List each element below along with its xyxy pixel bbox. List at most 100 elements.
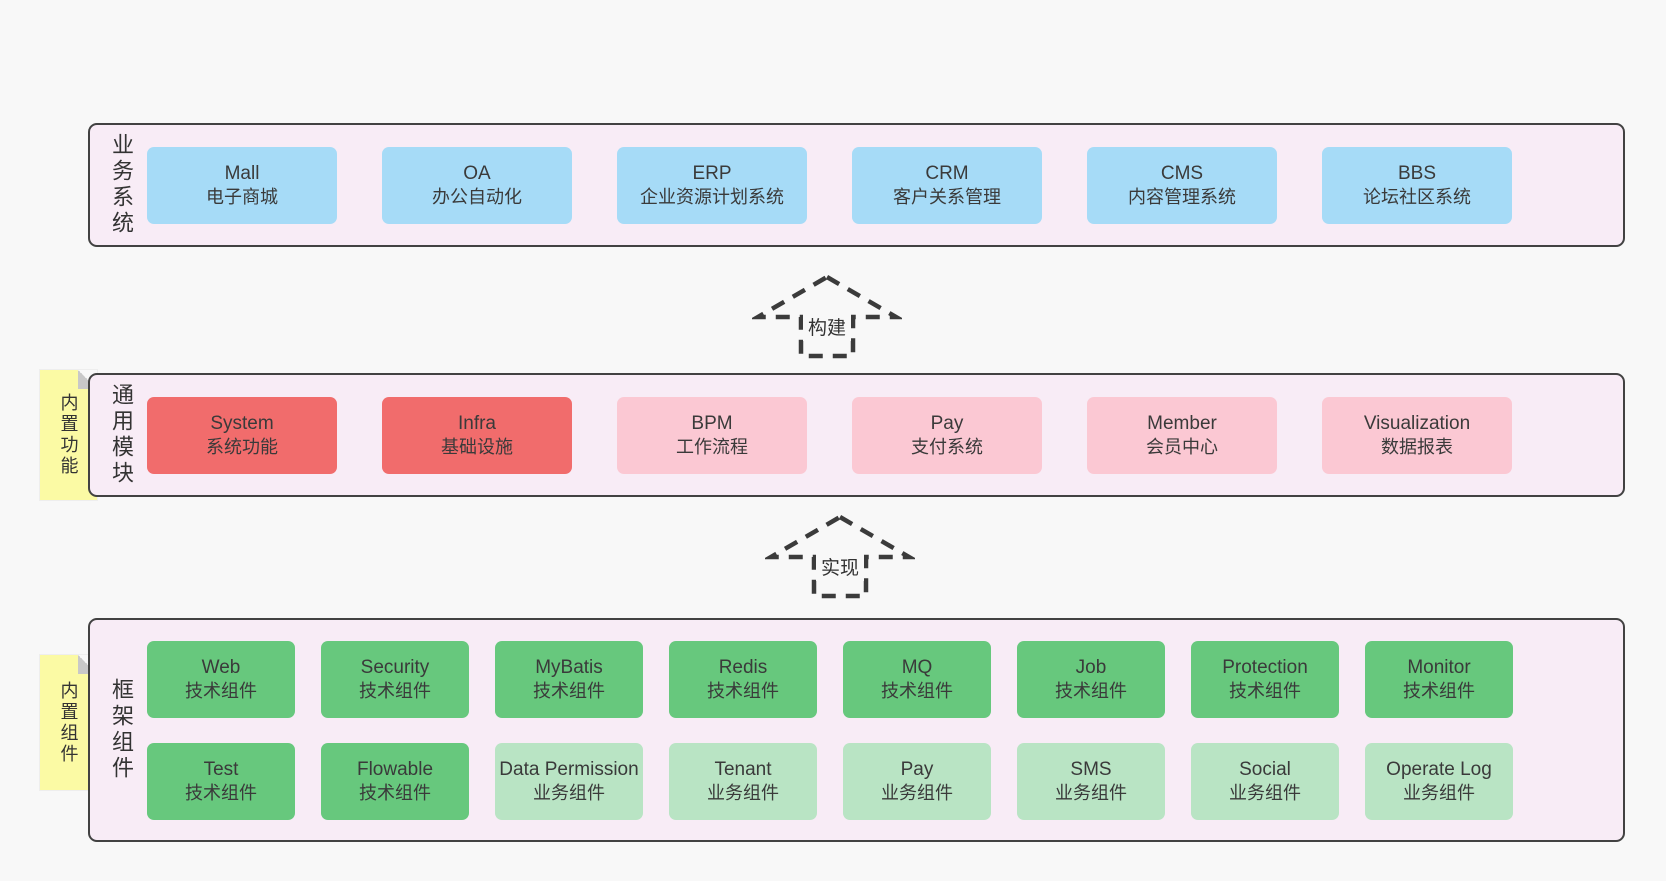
box-title: Data Permission: [499, 758, 639, 780]
box-crm: CRM 客户关系管理: [852, 146, 1042, 224]
box-subtitle: 办公自动化: [432, 186, 522, 207]
box-title: BBS: [1397, 162, 1437, 184]
box-operate-log: Operate Log 业务组件: [1365, 742, 1513, 820]
box-row: Mall 电子商城 OA 办公自动化 ERP 企业资源计划系统 CRM 客户关系…: [147, 146, 1512, 224]
box-social: Social 业务组件: [1191, 742, 1339, 820]
box-title: Protection: [1222, 656, 1308, 678]
box-subtitle: 业务组件: [1403, 782, 1475, 803]
box-bbs: BBS 论坛社区系统: [1322, 146, 1512, 224]
implement-arrow: 实现: [765, 513, 915, 599]
box-title: Operate Log: [1386, 758, 1492, 780]
box-subtitle: 技术组件: [533, 680, 605, 701]
box-infra: Infra 基础设施: [382, 396, 572, 474]
box-title: Job: [1075, 656, 1107, 678]
box-subtitle: 业务组件: [1055, 782, 1127, 803]
box-title: Security: [360, 656, 430, 678]
box-subtitle: 基础设施: [441, 436, 513, 457]
panel-2: 通用模块 System 系统功能 Infra 基础设施 BPM 工作流程 Pay…: [88, 373, 1625, 497]
box-title: OA: [463, 162, 491, 184]
box-title: Pay: [930, 412, 964, 434]
box-pay: Pay 业务组件: [843, 742, 991, 820]
box-row: Web 技术组件 Security 技术组件 MyBatis 技术组件 Redi…: [147, 640, 1513, 718]
box-mall: Mall 电子商城: [147, 146, 337, 224]
panel-3: 框架组件 Web 技术组件 Security 技术组件 MyBatis 技术组件…: [88, 618, 1625, 842]
up-arrow-icon: [752, 274, 902, 359]
box-data-permission: Data Permission 业务组件: [495, 742, 643, 820]
box-title: CRM: [925, 162, 969, 184]
box-title: Redis: [718, 656, 768, 678]
panel-label: 通用模块: [109, 383, 134, 487]
box-title: ERP: [692, 162, 732, 184]
panel-label: 框架组件: [109, 678, 134, 782]
box-mybatis: MyBatis 技术组件: [495, 640, 643, 718]
box-subtitle: 业务组件: [1229, 782, 1301, 803]
box-monitor: Monitor 技术组件: [1365, 640, 1513, 718]
build-arrow: 构建: [752, 273, 902, 359]
box-subtitle: 技术组件: [1055, 680, 1127, 701]
box-subtitle: 内容管理系统: [1128, 186, 1236, 207]
box-subtitle: 客户关系管理: [893, 186, 1001, 207]
box-cms: CMS 内容管理系统: [1087, 146, 1277, 224]
box-title: Pay: [900, 758, 934, 780]
box-web: Web 技术组件: [147, 640, 295, 718]
box-pay: Pay 支付系统: [852, 396, 1042, 474]
up-arrow-icon: [765, 514, 915, 599]
box-subtitle: 技术组件: [707, 680, 779, 701]
box-subtitle: 工作流程: [676, 436, 748, 457]
box-title: Social: [1239, 758, 1291, 780]
panel-1: 业务系统 Mall 电子商城 OA 办公自动化 ERP 企业资源计划系统 CRM…: [88, 123, 1625, 247]
box-row: Test 技术组件 Flowable 技术组件 Data Permission …: [147, 742, 1513, 820]
box-subtitle: 系统功能: [206, 436, 278, 457]
box-subtitle: 技术组件: [185, 782, 257, 803]
box-subtitle: 技术组件: [1403, 680, 1475, 701]
box-subtitle: 技术组件: [881, 680, 953, 701]
arrow-label: 实现: [815, 552, 865, 581]
box-subtitle: 电子商城: [206, 186, 278, 207]
box-title: MyBatis: [535, 656, 603, 678]
box-subtitle: 会员中心: [1146, 436, 1218, 457]
box-subtitle: 技术组件: [185, 680, 257, 701]
box-title: Test: [203, 758, 239, 780]
box-security: Security 技术组件: [321, 640, 469, 718]
box-system: System 系统功能: [147, 396, 337, 474]
box-subtitle: 数据报表: [1381, 436, 1453, 457]
box-redis: Redis 技术组件: [669, 640, 817, 718]
box-title: Infra: [457, 412, 497, 434]
sticky-note-2: 内置功能: [40, 370, 97, 500]
box-bpm: BPM 工作流程: [617, 396, 807, 474]
box-title: Monitor: [1407, 656, 1471, 678]
note-label: 内置功能: [58, 393, 79, 477]
box-title: BPM: [691, 412, 733, 434]
note-label: 内置组件: [58, 680, 79, 765]
box-title: CMS: [1160, 162, 1204, 184]
panel-rows: Web 技术组件 Security 技术组件 MyBatis 技术组件 Redi…: [147, 620, 1513, 840]
panel-rows: System 系统功能 Infra 基础设施 BPM 工作流程 Pay 支付系统…: [147, 375, 1512, 495]
box-subtitle: 业务组件: [881, 782, 953, 803]
box-subtitle: 论坛社区系统: [1363, 186, 1471, 207]
box-test: Test 技术组件: [147, 742, 295, 820]
box-title: Flowable: [356, 758, 434, 780]
arrow-label: 构建: [802, 312, 852, 341]
box-flowable: Flowable 技术组件: [321, 742, 469, 820]
box-row: System 系统功能 Infra 基础设施 BPM 工作流程 Pay 支付系统…: [147, 396, 1512, 474]
box-subtitle: 技术组件: [1229, 680, 1301, 701]
box-subtitle: 业务组件: [533, 782, 605, 803]
box-title: SMS: [1070, 758, 1112, 780]
box-title: MQ: [901, 656, 933, 678]
diagram-stack: 业务系统 Mall 电子商城 OA 办公自动化 ERP 企业资源计划系统 CRM…: [40, 123, 1627, 842]
box-tenant: Tenant 业务组件: [669, 742, 817, 820]
box-visualization: Visualization 数据报表: [1322, 396, 1512, 474]
box-title: System: [210, 412, 274, 434]
box-title: Mall: [224, 162, 260, 184]
box-subtitle: 企业资源计划系统: [640, 186, 784, 207]
panel-label: 业务系统: [109, 133, 134, 237]
panel-rows: Mall 电子商城 OA 办公自动化 ERP 企业资源计划系统 CRM 客户关系…: [147, 125, 1512, 245]
box-subtitle: 技术组件: [359, 680, 431, 701]
box-title: Web: [201, 656, 241, 678]
box-sms: SMS 业务组件: [1017, 742, 1165, 820]
sticky-note-3: 内置组件: [40, 655, 97, 790]
box-subtitle: 业务组件: [707, 782, 779, 803]
box-member: Member 会员中心: [1087, 396, 1277, 474]
box-title: Member: [1147, 412, 1217, 434]
